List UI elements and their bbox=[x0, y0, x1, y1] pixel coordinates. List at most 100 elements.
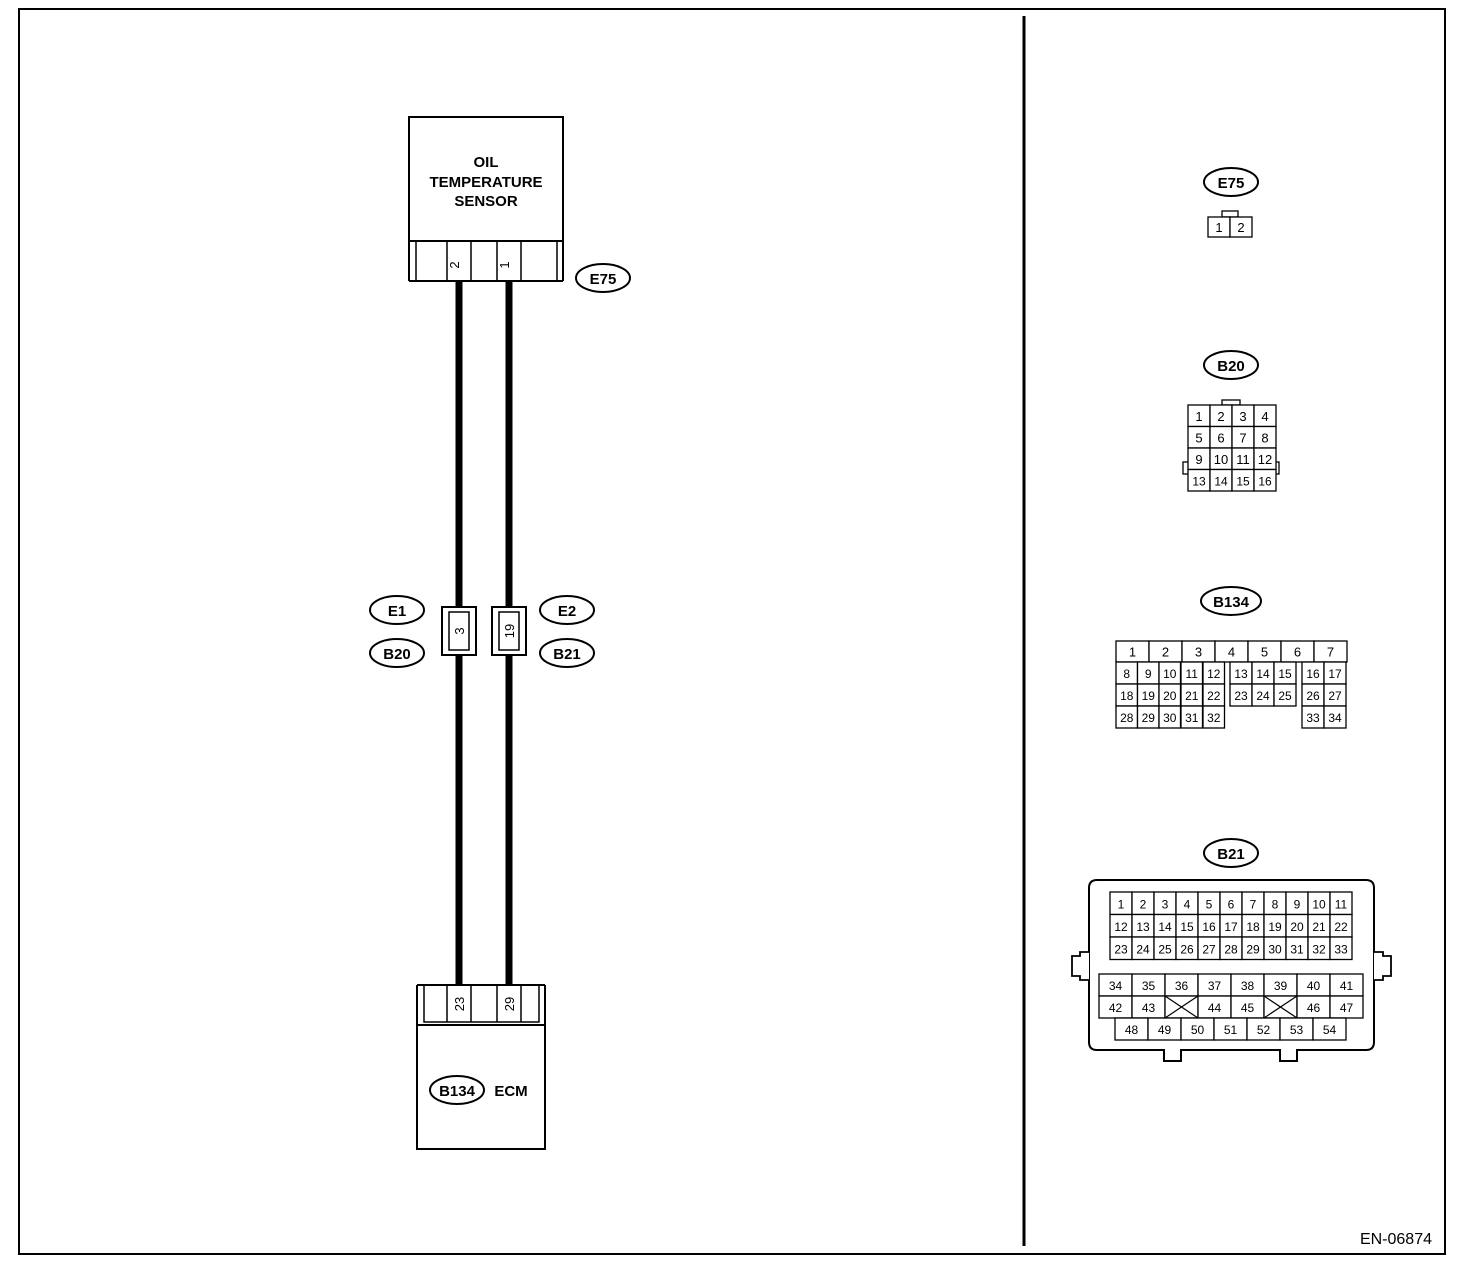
b21-pin-7: 7 bbox=[1250, 897, 1257, 911]
svg-text:B21: B21 bbox=[1217, 846, 1245, 863]
b21-pin-23: 23 bbox=[1114, 942, 1128, 956]
b134-pin-18: 18 bbox=[1120, 689, 1134, 703]
b21-pin-48: 48 bbox=[1125, 1023, 1139, 1037]
b21-pin-21: 21 bbox=[1312, 920, 1326, 934]
b21-pin-39: 39 bbox=[1274, 979, 1288, 993]
b21-pin-11: 11 bbox=[1335, 897, 1348, 911]
sensor-label-line-1: OIL bbox=[474, 154, 499, 171]
oil-temperature-sensor: OIL TEMPERATURE SENSOR bbox=[408, 116, 564, 242]
b134-pin-33: 33 bbox=[1306, 711, 1320, 725]
b21-pin-24: 24 bbox=[1136, 942, 1150, 956]
b21-pin-37: 37 bbox=[1208, 979, 1222, 993]
b134-pin-34: 34 bbox=[1328, 711, 1342, 725]
b134-pin-23: 23 bbox=[1234, 689, 1248, 703]
b21-pin-41: 41 bbox=[1340, 979, 1354, 993]
svg-text:E1: E1 bbox=[388, 603, 406, 620]
b21-pin-18: 18 bbox=[1246, 920, 1260, 934]
b134-pin-28: 28 bbox=[1120, 711, 1134, 725]
b21-pin-44: 44 bbox=[1208, 1001, 1222, 1015]
b21-pin-40: 40 bbox=[1307, 979, 1321, 993]
b21-pin-45: 45 bbox=[1241, 1001, 1255, 1015]
svg-text:E75: E75 bbox=[590, 271, 617, 288]
b21-pin-47: 47 bbox=[1340, 1001, 1354, 1015]
b20-pin-11: 11 bbox=[1236, 452, 1250, 467]
b134-pin-27: 27 bbox=[1328, 689, 1342, 703]
b134-pin-6: 6 bbox=[1294, 645, 1301, 660]
b21-pin-3: 3 bbox=[1162, 897, 1169, 911]
b21-pin-43: 43 bbox=[1142, 1001, 1156, 1015]
b21-pin-33: 33 bbox=[1334, 942, 1348, 956]
diagram-frame bbox=[18, 8, 1446, 1255]
b20-pin-13: 13 bbox=[1192, 474, 1206, 488]
b21-pin-17: 17 bbox=[1224, 920, 1238, 934]
connector-tag-e2: E2 bbox=[539, 595, 595, 625]
e75-pin-2: 2 bbox=[1237, 220, 1244, 235]
b134-pin-1: 1 bbox=[1129, 645, 1136, 660]
ecm-pin-29: 29 bbox=[502, 997, 517, 1011]
svg-text:B20: B20 bbox=[383, 646, 411, 663]
b134-pin-24: 24 bbox=[1256, 689, 1270, 703]
b134-pin-10: 10 bbox=[1163, 667, 1177, 681]
b134-pin-2: 2 bbox=[1162, 645, 1169, 660]
b21-pin-2: 2 bbox=[1140, 897, 1147, 911]
junction-pin-3: 3 bbox=[452, 627, 467, 634]
b134-pin-9: 9 bbox=[1145, 667, 1152, 681]
b134-pin-12: 12 bbox=[1207, 667, 1221, 681]
b21-pin-36: 36 bbox=[1175, 979, 1189, 993]
b134-pin-13: 13 bbox=[1234, 667, 1248, 681]
b21-pin-34: 34 bbox=[1109, 979, 1123, 993]
b21-pin-53: 53 bbox=[1290, 1023, 1304, 1037]
b134-pin-4: 4 bbox=[1228, 645, 1235, 660]
sensor-label-line-3: SENSOR bbox=[454, 193, 518, 210]
connector-tag-e75: E75 bbox=[575, 263, 631, 293]
b21-pin-50: 50 bbox=[1191, 1023, 1205, 1037]
b21-pin-30: 30 bbox=[1268, 942, 1282, 956]
ecm-pin-23: 23 bbox=[452, 997, 467, 1011]
b21-pin-52: 52 bbox=[1257, 1023, 1271, 1037]
junction-connector-right: 19 bbox=[491, 606, 527, 656]
b134-pin-32: 32 bbox=[1207, 711, 1221, 725]
b134-pin-20: 20 bbox=[1163, 689, 1177, 703]
b21-pin-4: 4 bbox=[1184, 897, 1191, 911]
b134-pin-31: 31 bbox=[1185, 711, 1199, 725]
b21-pin-13: 13 bbox=[1136, 920, 1150, 934]
b21-pin-32: 32 bbox=[1312, 942, 1326, 956]
connector-tag-b21: B21 bbox=[539, 638, 595, 668]
b134-pin-3: 3 bbox=[1195, 645, 1202, 660]
b21-pin-15: 15 bbox=[1180, 920, 1194, 934]
b134-pin-5: 5 bbox=[1261, 645, 1268, 660]
sensor-pin-2: 2 bbox=[447, 261, 462, 268]
face-tag-b21: B21 bbox=[1203, 838, 1259, 868]
b20-pin-4: 4 bbox=[1261, 409, 1268, 424]
b21-pin-38: 38 bbox=[1241, 979, 1255, 993]
b20-pin-1: 1 bbox=[1195, 409, 1202, 424]
sensor-pin-1: 1 bbox=[497, 261, 512, 268]
b134-pin-7: 7 bbox=[1327, 645, 1334, 660]
b21-pin-28: 28 bbox=[1224, 942, 1238, 956]
b21-pin-8: 8 bbox=[1272, 897, 1279, 911]
b21-pin-42: 42 bbox=[1109, 1001, 1123, 1015]
b20-pin-10: 10 bbox=[1214, 452, 1228, 467]
b21-pin-25: 25 bbox=[1158, 942, 1172, 956]
b21-pin-46: 46 bbox=[1307, 1001, 1321, 1015]
b20-pin-5: 5 bbox=[1195, 430, 1202, 445]
b21-pin-10: 10 bbox=[1312, 897, 1326, 911]
svg-text:E2: E2 bbox=[558, 603, 576, 620]
b20-pin-9: 9 bbox=[1195, 452, 1202, 467]
ecm-label: ECM bbox=[494, 1083, 527, 1100]
b21-pin-14: 14 bbox=[1158, 920, 1172, 934]
e75-pin-1: 1 bbox=[1215, 220, 1222, 235]
b134-pin-15: 15 bbox=[1278, 667, 1292, 681]
face-tag-b134: B134 bbox=[1200, 586, 1262, 616]
b21-pin-27: 27 bbox=[1202, 942, 1216, 956]
svg-text:E75: E75 bbox=[1218, 175, 1245, 192]
b134-pin-16: 16 bbox=[1306, 667, 1320, 681]
b21-pin-6: 6 bbox=[1228, 897, 1235, 911]
b21-pin-19: 19 bbox=[1268, 920, 1282, 934]
b20-pin-2: 2 bbox=[1217, 409, 1224, 424]
b20-pin-6: 6 bbox=[1217, 430, 1224, 445]
